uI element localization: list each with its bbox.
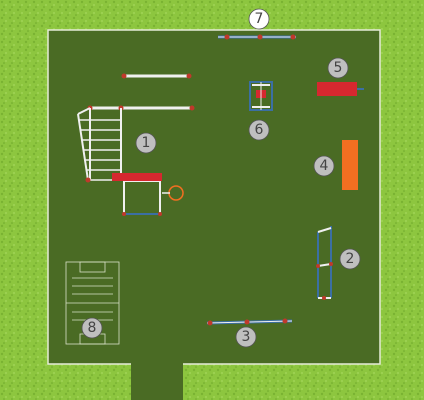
equipment-2-bars — [316, 226, 333, 300]
marker-4: 4 — [313, 155, 335, 177]
marker-7: 7 — [248, 8, 270, 30]
marker-2-label: 2 — [346, 251, 355, 267]
marker-3-label: 3 — [242, 329, 251, 345]
marker-2: 2 — [339, 248, 361, 270]
equipment-1-climbing-complex — [77, 105, 195, 216]
field-area — [47, 29, 381, 365]
equipment-3-bar — [206, 318, 293, 326]
marker-7-label: 7 — [255, 11, 264, 27]
marker-6: 6 — [248, 119, 270, 141]
entrance-path — [131, 363, 183, 400]
horizontal-bar-small — [121, 73, 192, 79]
marker-3: 3 — [235, 326, 257, 348]
equipment-6-structure — [249, 81, 273, 111]
equipment-7-bar — [218, 34, 296, 40]
marker-5-label: 5 — [334, 60, 343, 76]
equipment-8-sports-field — [65, 261, 120, 345]
marker-8: 8 — [81, 317, 103, 339]
marker-1-label: 1 — [142, 135, 151, 151]
equipment-4-bench — [342, 140, 358, 190]
equipment-5-bench — [317, 82, 364, 96]
marker-8-label: 8 — [88, 320, 97, 336]
marker-5: 5 — [327, 57, 349, 79]
marker-1: 1 — [135, 132, 157, 154]
marker-4-label: 4 — [320, 158, 329, 174]
marker-6-label: 6 — [255, 122, 264, 138]
